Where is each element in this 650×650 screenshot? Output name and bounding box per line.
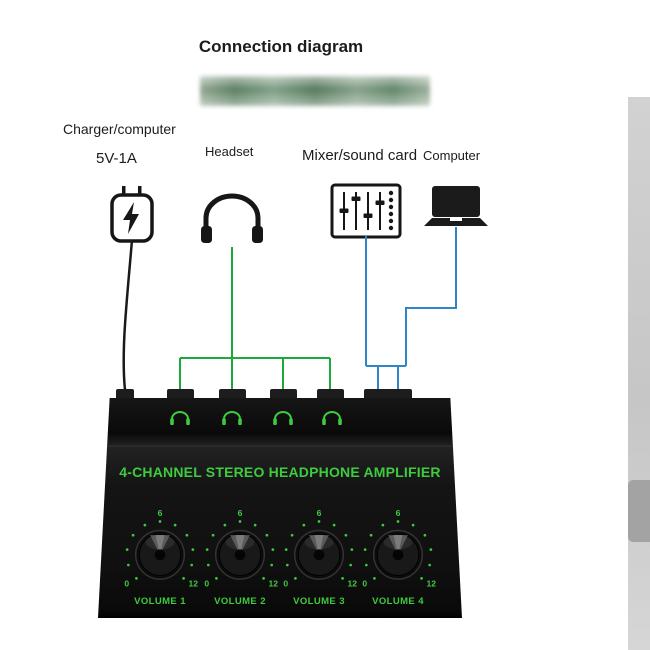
headphones-cup: [201, 226, 212, 243]
charger-prong: [122, 186, 126, 196]
headphone-port-2: [219, 389, 246, 400]
charger-prong: [138, 186, 142, 196]
input-port: [364, 389, 412, 400]
headphone-port-4: [317, 389, 344, 400]
headphones-icon: [201, 193, 263, 243]
channel-4: 0 6 12 VOLUME 4: [353, 506, 443, 607]
laptop-notch: [450, 218, 462, 221]
charger-icon: [110, 186, 154, 243]
knob-scale-min: 0: [283, 578, 288, 588]
volume-label-3: VOLUME 3: [293, 596, 345, 607]
knob-scale-max: 12: [348, 578, 358, 588]
laptop-base: [424, 218, 488, 226]
knob-scale-mid: 6: [396, 508, 401, 518]
channel-3: 0 6 12 VOLUME 3: [274, 506, 364, 607]
charger-label: Charger/computer: [63, 121, 176, 137]
amplifier-device: 4-CHANNEL STEREO HEADPHONE AMPLIFIER 0 6…: [98, 398, 462, 618]
knob-scale-max: 12: [189, 578, 199, 588]
volume-label-1: VOLUME 1: [134, 596, 186, 607]
knob-scale-mid: 6: [317, 508, 322, 518]
pcb-photo-strip: [200, 76, 430, 106]
volume-knob-2: 0 6 12: [204, 508, 279, 588]
mixer-icon: [330, 183, 402, 239]
mixer-fader: [363, 213, 373, 218]
mixer-fader: [351, 196, 361, 201]
mixer-fader: [339, 208, 349, 213]
headphone-jack-icon: [322, 411, 342, 425]
volume-knob-1: 0 6 12: [124, 508, 199, 588]
knob-scale-mid: 6: [158, 508, 163, 518]
knob-scale-min: 0: [362, 578, 367, 588]
laptop-icon: [424, 186, 488, 226]
channel-2: 0 6 12 VOLUME 2: [195, 506, 285, 607]
headset-wire: [179, 247, 331, 392]
volume-knob-3: 0 6 12: [283, 508, 358, 588]
knob-scale-max: 12: [269, 578, 279, 588]
diagram-title: Connection diagram: [198, 37, 364, 56]
knob-scale-min: 0: [204, 578, 209, 588]
volume-knob-4: 0 6 12: [362, 508, 437, 588]
knob-scale-min: 0: [124, 578, 129, 588]
channel-1: 0 6 12 VOLUME 1: [115, 506, 205, 607]
amplifier-title: 4-CHANNEL STEREO HEADPHONE AMPLIFIER: [119, 464, 441, 480]
computer-wire: [365, 227, 457, 392]
knob-scale-mid: 6: [238, 508, 243, 518]
computer-label: Computer: [423, 148, 481, 163]
charger-wire: [122, 239, 134, 391]
right-edge-crop: [628, 97, 650, 650]
headphones-cup: [252, 226, 263, 243]
power-port: [116, 389, 134, 400]
lightning-bolt-icon: [123, 202, 139, 234]
headphones-band: [203, 193, 261, 234]
headphone-port-1: [167, 389, 194, 400]
laptop-screen: [432, 186, 480, 217]
headphone-jack-icon: [170, 411, 190, 425]
right-edge-crop-dark: [628, 480, 650, 542]
headset-label: Headset: [205, 144, 254, 159]
headphone-jack-icon: [222, 411, 242, 425]
volume-label-4: VOLUME 4: [372, 596, 424, 607]
volume-label-2: VOLUME 2: [214, 596, 266, 607]
mixer-label: Mixer/sound card: [302, 147, 418, 164]
charger-spec: 5V-1A: [96, 150, 137, 167]
headphone-port-3: [270, 389, 297, 400]
mixer-fader: [375, 200, 385, 205]
knob-scale-max: 12: [427, 578, 437, 588]
device-top-edge: [108, 445, 452, 447]
headphone-jack-icon: [273, 411, 293, 425]
